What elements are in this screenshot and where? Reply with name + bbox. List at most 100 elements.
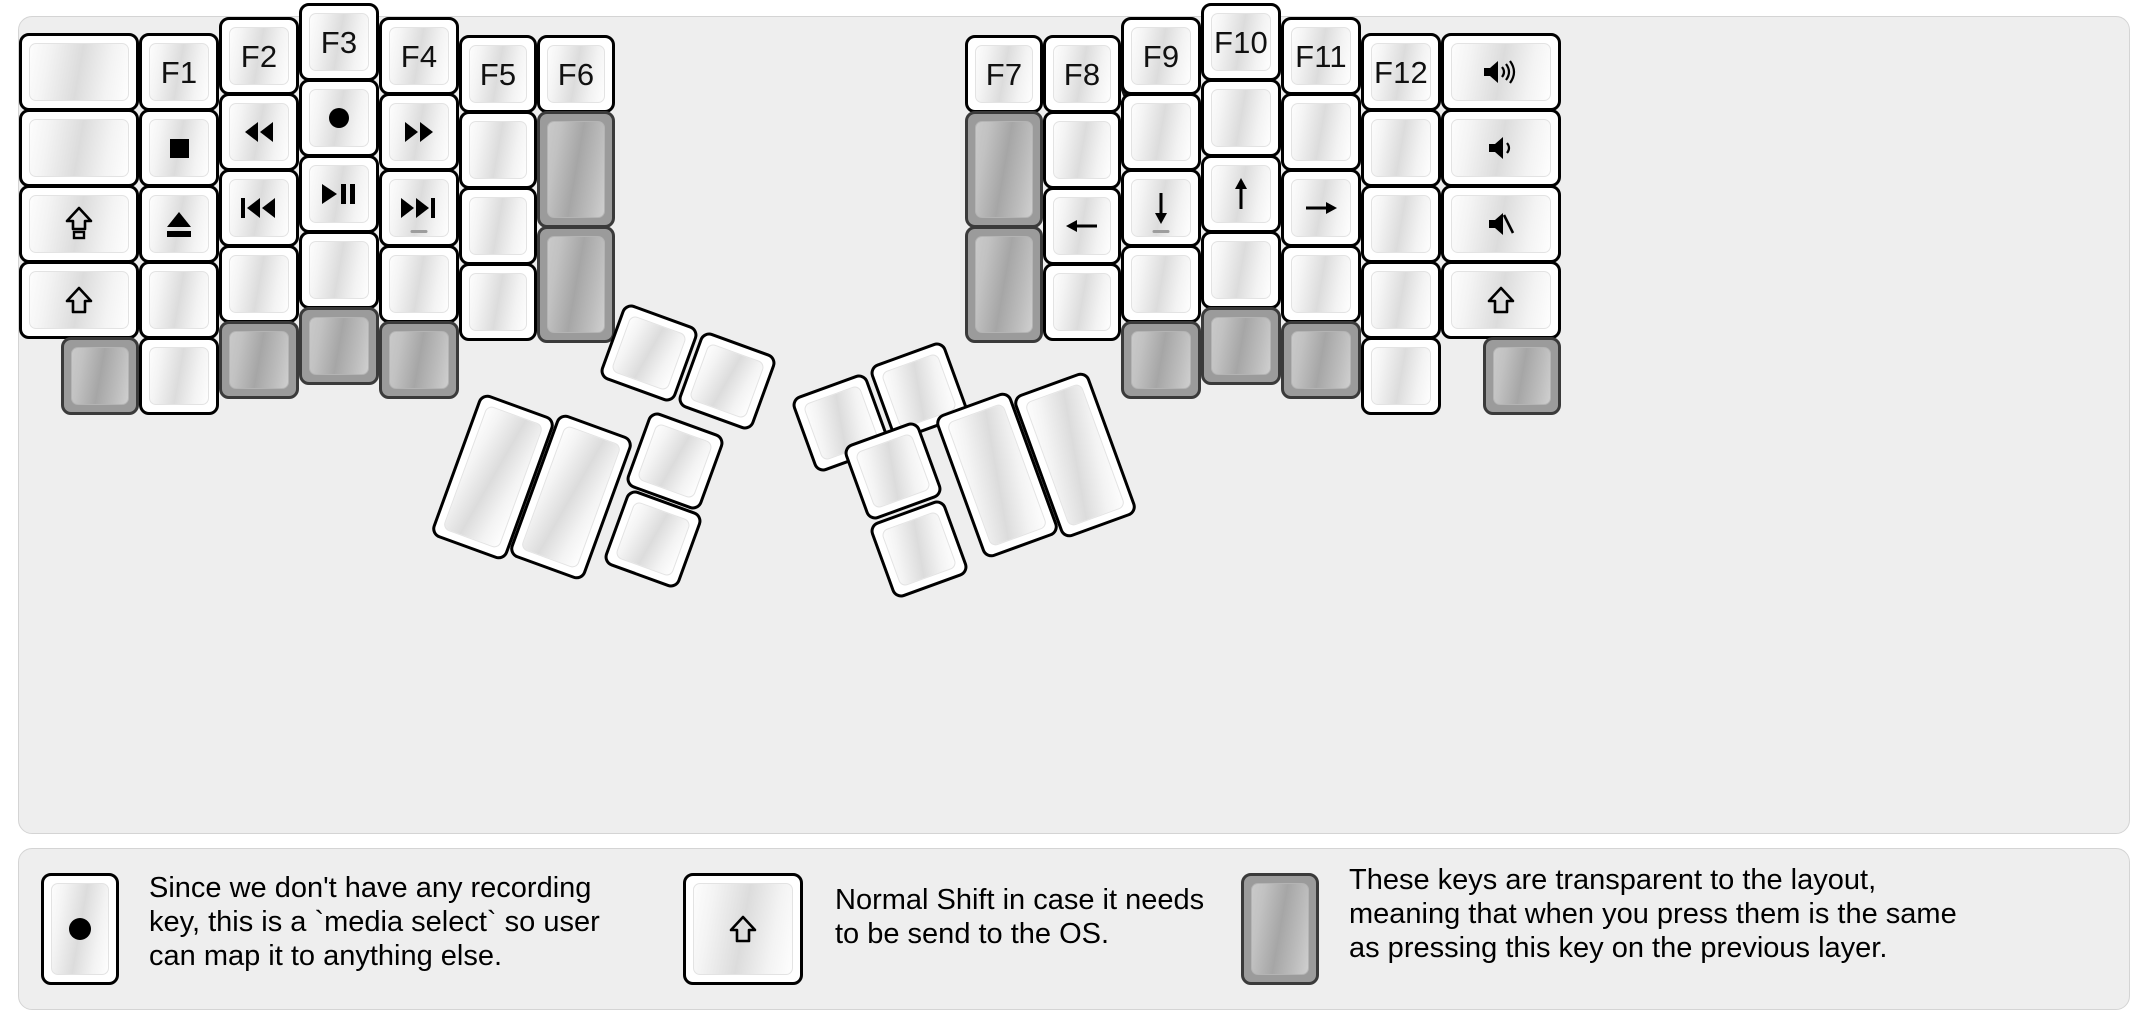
key-column-index-inner-0[interactable]: F5	[459, 35, 537, 113]
key-column-middle-1[interactable]	[299, 79, 379, 157]
keycap-face	[29, 43, 129, 101]
legend-text-transparent: These keys are transparent to the layout…	[1349, 864, 1957, 965]
key-column-pinky-outer-right-1[interactable]	[1441, 109, 1561, 187]
key-column-index-inner-1[interactable]	[459, 111, 537, 189]
key-column-index-inner-right-2[interactable]	[1043, 187, 1121, 265]
key-column-inner-2[interactable]	[537, 226, 615, 343]
key-column-pinky-right-4[interactable]	[1361, 337, 1441, 415]
key-column-ring-0[interactable]: F2	[219, 17, 299, 95]
keycap-face	[1371, 119, 1431, 177]
key-column-pinky-outer-4[interactable]	[61, 337, 139, 415]
key-column-index-1[interactable]	[379, 93, 459, 171]
keycap-face	[1371, 271, 1431, 329]
key-column-ring-3[interactable]	[219, 245, 299, 323]
key-column-pinky-outer-right-0[interactable]	[1441, 33, 1561, 111]
key-column-ring-right-4[interactable]	[1281, 321, 1361, 399]
key-column-pinky-2[interactable]	[139, 185, 219, 263]
key-column-index-2[interactable]	[379, 169, 459, 247]
media-play-pause-icon	[320, 181, 358, 207]
keycap-face: F5	[469, 45, 527, 103]
key-column-pinky-outer-0[interactable]	[19, 33, 139, 111]
keycap-face	[1131, 179, 1191, 237]
key-column-middle-2[interactable]	[299, 155, 379, 233]
key-column-middle-3[interactable]	[299, 231, 379, 309]
key-column-ring-right-0[interactable]: F11	[1281, 17, 1361, 95]
key-column-index-0[interactable]: F4	[379, 17, 459, 95]
keycap-face	[229, 331, 289, 389]
keycap-label: F7	[985, 56, 1023, 92]
keycap-face: F7	[975, 45, 1033, 103]
keycap-label: F6	[557, 56, 595, 92]
key-column-pinky-right-3[interactable]	[1361, 261, 1441, 339]
key-column-ring-right-1[interactable]	[1281, 93, 1361, 171]
keycap-secondary-mark	[1152, 230, 1170, 233]
keycap-face: F9	[1131, 27, 1191, 85]
key-column-inner-right-1[interactable]	[965, 111, 1043, 228]
key-column-pinky-4[interactable]	[139, 337, 219, 415]
keycap-label: F10	[1213, 24, 1269, 60]
key-column-inner-1[interactable]	[537, 111, 615, 228]
key-column-pinky-outer-1[interactable]	[19, 109, 139, 187]
key-column-ring-4[interactable]	[219, 321, 299, 399]
keycap-label: F11	[1295, 38, 1347, 74]
keycap-face: F11	[1291, 27, 1351, 85]
key-column-index-3[interactable]	[379, 245, 459, 323]
volume-mute-icon	[1486, 209, 1516, 239]
keycap-face	[880, 510, 958, 588]
key-column-pinky-3[interactable]	[139, 261, 219, 339]
keycap-face	[1371, 195, 1431, 253]
key-column-index-inner-2[interactable]	[459, 187, 537, 265]
key-column-index-right-1[interactable]	[1121, 93, 1201, 171]
key-column-middle-right-3[interactable]	[1201, 231, 1281, 309]
keycap-face	[1451, 119, 1551, 177]
keycap-face	[29, 271, 129, 329]
key-column-pinky-outer-3[interactable]	[19, 261, 139, 339]
key-column-pinky-right-0[interactable]: F12	[1361, 33, 1441, 111]
key-column-inner-right-0[interactable]: F7	[965, 35, 1043, 113]
key-column-index-inner-right-0[interactable]: F8	[1043, 35, 1121, 113]
key-column-pinky-0[interactable]: F1	[139, 33, 219, 111]
key-column-pinky-right-2[interactable]	[1361, 185, 1441, 263]
key-column-inner-0[interactable]: F6	[537, 35, 615, 113]
key-column-index-right-0[interactable]: F9	[1121, 17, 1201, 95]
key-column-pinky-outer-right-2[interactable]	[1441, 185, 1561, 263]
keycap-face	[1053, 273, 1111, 331]
keycap-label: F8	[1063, 56, 1101, 92]
arrow-down-icon	[1148, 190, 1174, 226]
keycap-face	[1371, 347, 1431, 405]
media-eject-icon	[164, 208, 194, 240]
legend-key-media-select	[41, 873, 119, 985]
key-column-index-inner-3[interactable]	[459, 263, 537, 341]
key-column-pinky-outer-right-3[interactable]	[1441, 261, 1561, 339]
key-column-ring-2[interactable]	[219, 169, 299, 247]
key-column-middle-right-0[interactable]: F10	[1201, 3, 1281, 81]
key-column-middle-right-2[interactable]	[1201, 155, 1281, 233]
key-column-ring-right-2[interactable]	[1281, 169, 1361, 247]
keycap-face: F2	[229, 27, 289, 85]
key-column-ring-1[interactable]	[219, 93, 299, 171]
key-column-index-right-2[interactable]	[1121, 169, 1201, 247]
key-column-index-inner-right-1[interactable]	[1043, 111, 1121, 189]
key-column-pinky-right-1[interactable]	[1361, 109, 1441, 187]
key-column-index-right-4[interactable]	[1121, 321, 1201, 399]
shift-lock-arrow-icon	[64, 206, 94, 242]
keycap-label: F1	[160, 54, 198, 90]
key-column-index-right-3[interactable]	[1121, 245, 1201, 323]
key-column-middle-right-4[interactable]	[1201, 307, 1281, 385]
key-column-pinky-outer-right-4[interactable]	[1483, 337, 1561, 415]
key-column-ring-right-3[interactable]	[1281, 245, 1361, 323]
key-column-index-4[interactable]	[379, 321, 459, 399]
keycap-face	[309, 165, 369, 223]
key-column-middle-right-1[interactable]	[1201, 79, 1281, 157]
key-column-middle-4[interactable]	[299, 307, 379, 385]
key-column-pinky-1[interactable]	[139, 109, 219, 187]
keycap-face	[309, 317, 369, 375]
key-column-middle-0[interactable]: F3	[299, 3, 379, 81]
key-column-inner-right-2[interactable]	[965, 226, 1043, 343]
keycap-face	[149, 195, 209, 253]
key-column-pinky-outer-2[interactable]	[19, 185, 139, 263]
shift-arrow-icon	[64, 284, 94, 316]
key-column-index-inner-right-3[interactable]	[1043, 263, 1121, 341]
keycap-face	[389, 103, 449, 161]
